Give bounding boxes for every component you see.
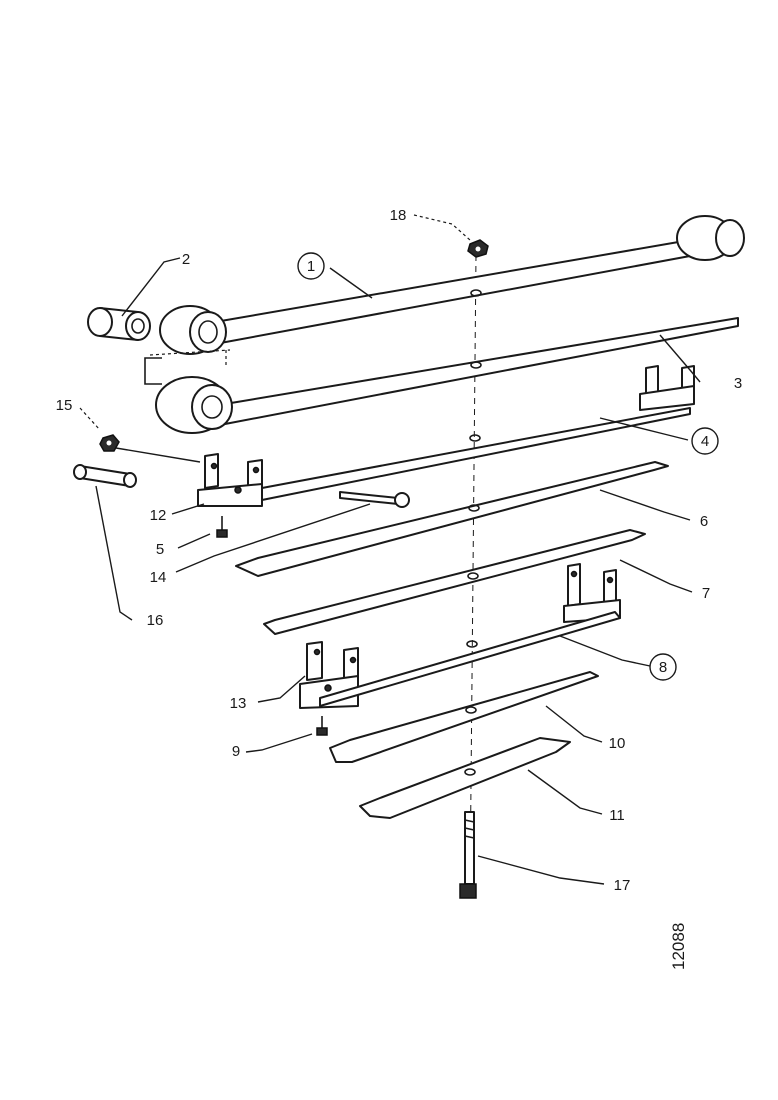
callout-1: 1 xyxy=(307,258,315,275)
callout-4: 4 xyxy=(701,433,709,450)
bolt-part-14 xyxy=(339,491,410,508)
callout-16: 16 xyxy=(147,612,164,629)
second-leaf-part-3 xyxy=(155,317,739,434)
callout-2: 2 xyxy=(182,251,190,268)
bolt-part-5 xyxy=(216,516,228,538)
callout-9: 9 xyxy=(232,743,240,760)
spacer-tube-part-16 xyxy=(73,464,137,488)
callout-12: 12 xyxy=(150,507,167,524)
callout-1-circle xyxy=(297,252,325,280)
clip-part-4 xyxy=(639,365,695,411)
callout-13: 13 xyxy=(230,695,247,712)
nut-part-18 xyxy=(467,239,489,258)
nut-part-15 xyxy=(99,434,120,452)
callout-7: 7 xyxy=(702,585,710,602)
callout-5: 5 xyxy=(156,541,164,558)
callout-11: 11 xyxy=(609,807,625,824)
centre-bolt-part-17 xyxy=(459,811,477,899)
clip-part-12 xyxy=(197,453,263,507)
leader-lines xyxy=(79,214,701,885)
callout-labels: 1 2 3 4 5 6 7 8 9 10 11 12 13 14 15 16 1… xyxy=(56,207,743,894)
leaf-part-6 xyxy=(235,461,669,577)
callout-18: 18 xyxy=(390,207,407,224)
bushing-part-2 xyxy=(87,307,151,341)
callout-8-circle xyxy=(649,653,677,681)
main-leaf-part-1 xyxy=(159,215,745,355)
figure-number: 12088 xyxy=(669,923,688,970)
bolt-part-9 xyxy=(316,716,328,736)
eye-bracket-lines xyxy=(144,357,162,385)
callout-4-circle xyxy=(691,427,719,455)
leaf-part-10 xyxy=(329,671,599,763)
callout-17: 17 xyxy=(614,877,631,894)
callout-15: 15 xyxy=(56,397,73,414)
callout-14: 14 xyxy=(150,569,167,586)
centre-holes xyxy=(464,289,482,776)
leaf-between-4-6 xyxy=(261,407,691,501)
bushing-guide-line xyxy=(149,349,231,366)
callout-10: 10 xyxy=(609,735,626,752)
leaf-part-11 xyxy=(359,737,571,819)
callout-8: 8 xyxy=(659,659,667,676)
callout-3: 3 xyxy=(734,375,742,392)
leaf-part-7 xyxy=(263,529,646,635)
callout-6: 6 xyxy=(700,513,708,530)
leaf-between-8-13 xyxy=(319,611,621,707)
